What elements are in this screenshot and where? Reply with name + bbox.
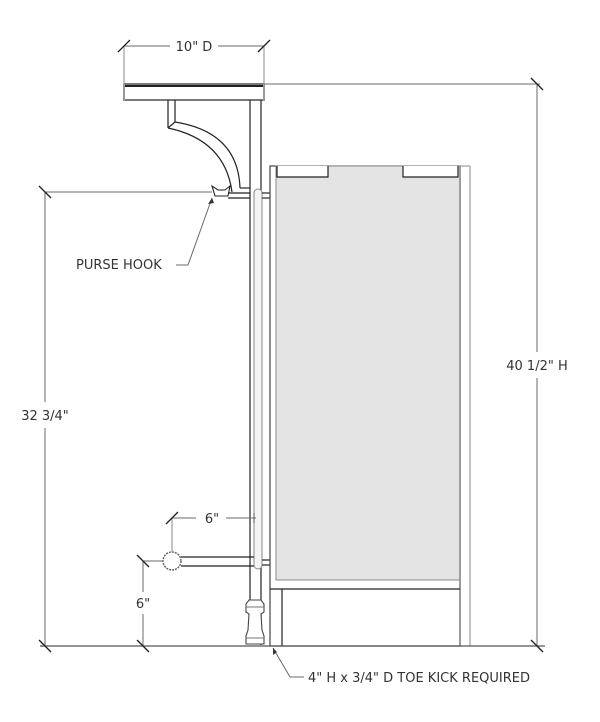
turned-leg [245, 599, 265, 645]
dim-label-hook-height: 32 3/4" [21, 409, 69, 424]
callout-toe-kick: 4" H x 3/4" D TOE KICK REQUIRED [308, 671, 530, 686]
dim-hook-height [38, 185, 212, 653]
counter-top [123, 83, 265, 101]
dim-rail-offset [165, 511, 256, 552]
corbel-bracket [167, 100, 250, 193]
dim-label-top-depth: 10" D [176, 40, 213, 55]
foot-rail [162, 551, 254, 571]
dim-rail-height [136, 554, 163, 653]
callout-purse-hook-leader [176, 197, 214, 266]
dim-label-overall-height: 40 1/2" H [506, 359, 567, 374]
dim-overall-height [530, 77, 544, 653]
cabinet [269, 165, 471, 647]
dim-label-rail-offset: 6" [205, 512, 219, 527]
purse-hook [211, 184, 250, 199]
dim-label-rail-height: 6" [136, 597, 150, 612]
dim-top-depth [117, 39, 271, 84]
callout-toe-kick-leader [272, 647, 304, 678]
callout-purse-hook: PURSE HOOK [76, 258, 162, 273]
rail-tube [253, 188, 277, 570]
